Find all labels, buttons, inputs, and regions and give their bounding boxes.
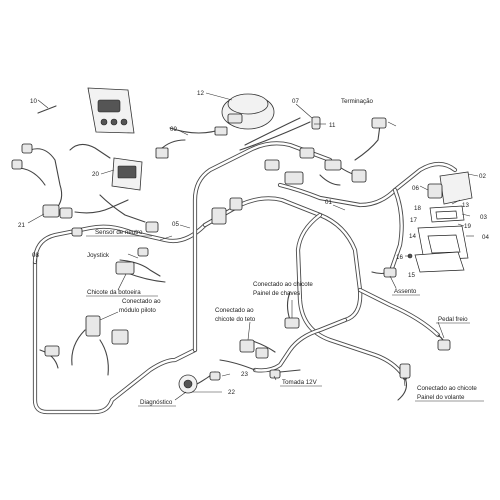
terminacao-connector [371, 117, 387, 129]
callout-10: 10 [30, 98, 37, 105]
callout-11: 11 [329, 122, 336, 129]
callout-08: 08 [32, 252, 39, 259]
label-modulo-piloto-1: Conectado ao [122, 298, 161, 305]
callout-18: 18 [414, 205, 421, 212]
main-harness [32, 141, 458, 415]
pilot-module-connector [85, 315, 101, 337]
label-joystick: Joystick [87, 252, 110, 259]
label-assento: Assento [394, 288, 417, 295]
text-labels: Terminação Sensor de neutro Joystick Chi… [87, 98, 477, 406]
callout-22: 22 [228, 389, 235, 396]
label-chicote-teto-2: chicote do teto [215, 316, 256, 323]
label-painel-chaves-2: Painel de chaves [253, 290, 300, 297]
callout-numbers: 10 12 07 09 11 20 21 05 08 01 02 06 18 1… [18, 90, 489, 396]
callout-09: 09 [170, 126, 177, 133]
plate-15 [414, 251, 465, 273]
fuse-block-02 [439, 171, 473, 205]
callout-12: 12 [197, 90, 204, 97]
callout-06: 06 [412, 185, 419, 192]
callout-01: 01 [325, 199, 332, 206]
callout-19: 19 [464, 223, 471, 230]
label-sensor-neutro: Sensor de neutro [95, 229, 143, 236]
callout-21: 21 [18, 222, 25, 229]
label-diagnostico: Diagnóstico [140, 399, 173, 406]
connector-11 [311, 116, 321, 130]
label-pedal-freio: Pedal freio [438, 316, 468, 323]
callout-04: 04 [482, 234, 489, 241]
callout-16: 16 [396, 254, 403, 261]
callout-02: 02 [479, 173, 486, 180]
label-tomada-12v: Tomada 12V [282, 379, 318, 386]
label-painel-volante-1: Conectado ao chicote [417, 385, 477, 392]
label-terminacao: Terminação [341, 98, 374, 105]
leader-lines [27, 92, 479, 401]
power-socket-12v [269, 369, 281, 379]
label-chicote-teto-1: Conectado ao [215, 307, 254, 314]
callout-05: 05 [172, 221, 179, 228]
label-painel-volante-2: Painel do volante [417, 394, 465, 401]
sensor-rod-10 [37, 105, 57, 114]
components [11, 87, 473, 394]
label-underlines [86, 235, 484, 407]
connector-21 [42, 204, 60, 218]
callout-03: 03 [480, 214, 487, 221]
callout-13: 13 [462, 202, 469, 209]
relay-09 [155, 147, 169, 159]
joystick-connector [115, 261, 135, 275]
label-chicote-botoeira: Chicote da botoeira [87, 289, 141, 296]
connector-05 [211, 207, 227, 225]
callout-17: 17 [410, 217, 417, 224]
callout-20: 20 [92, 171, 99, 178]
callout-14: 14 [409, 233, 416, 240]
label-modulo-piloto-2: módulo piloto [119, 307, 156, 314]
callout-07: 07 [292, 98, 299, 105]
label-painel-chaves-1: Conectado ao chicote [253, 281, 313, 288]
callout-23: 23 [241, 371, 248, 378]
panel-display [97, 99, 121, 113]
callout-15: 15 [408, 272, 415, 279]
